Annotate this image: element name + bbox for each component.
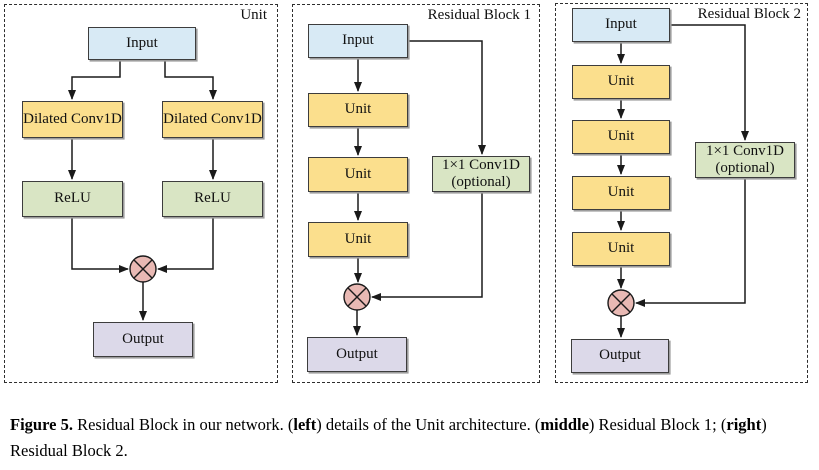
multiply-icon [129, 255, 157, 283]
caption-figure-label: Figure 5. [10, 415, 73, 434]
panel-residual-block-1 [292, 4, 540, 383]
node-input: Input [572, 8, 670, 42]
node-unit: Unit [308, 222, 408, 257]
caption-bold-middle: middle [540, 415, 589, 434]
multiply-icon [343, 283, 371, 311]
caption-text: Residual Block in our network. ( [72, 415, 294, 434]
panel-residual-block-2 [555, 3, 808, 383]
node-unit: Unit [572, 65, 670, 99]
caption-bold-left: left [293, 415, 317, 434]
panel-unit [4, 4, 278, 383]
node-unit: Unit [572, 176, 670, 210]
node-dilated-conv1d-left: Dilated Conv1D [22, 101, 123, 138]
panel-title-unit: Unit [240, 7, 267, 23]
node-conv1x1-optional: 1×1 Conv1D (optional) [432, 156, 530, 192]
node-input: Input [88, 27, 196, 60]
conv1x1-label: 1×1 Conv1D [441, 156, 521, 173]
conv1x1-note: (optional) [451, 174, 511, 190]
multiply-icon [607, 289, 635, 317]
node-dilated-conv1d-right: Dilated Conv1D [162, 101, 263, 138]
panel-title-residual-block-2: Residual Block 2 [697, 6, 801, 22]
panel-title-residual-block-1: Residual Block 1 [427, 7, 531, 23]
node-output: Output [93, 322, 193, 357]
node-output: Output [307, 337, 407, 372]
connector-layer [68, 24, 749, 338]
node-relu-right: ReLU [162, 181, 263, 217]
node-unit: Unit [308, 93, 408, 127]
node-conv1x1-optional: 1×1 Conv1D (optional) [695, 142, 795, 178]
caption-bold-right: right [726, 415, 762, 434]
caption-text: ) Residual Block 2. [10, 415, 767, 461]
residual-block-diagram: Unit Residual Block 1 Residual Block 2 [4, 3, 808, 383]
node-relu-left: ReLU [22, 181, 123, 217]
caption-text: ) details of the Unit architecture. ( [316, 415, 541, 434]
node-input: Input [308, 24, 408, 58]
conv1x1-label: 1×1 Conv1D [705, 142, 785, 159]
conv1x1-note: (optional) [715, 160, 775, 176]
caption-text: ) Residual Block 1; ( [588, 415, 727, 434]
figure-caption: Figure 5. Residual Block in our network.… [10, 412, 811, 465]
node-output: Output [571, 339, 669, 373]
connector-arrows [68, 24, 749, 338]
node-unit: Unit [572, 232, 670, 266]
node-unit: Unit [572, 120, 670, 154]
node-unit: Unit [308, 157, 408, 192]
